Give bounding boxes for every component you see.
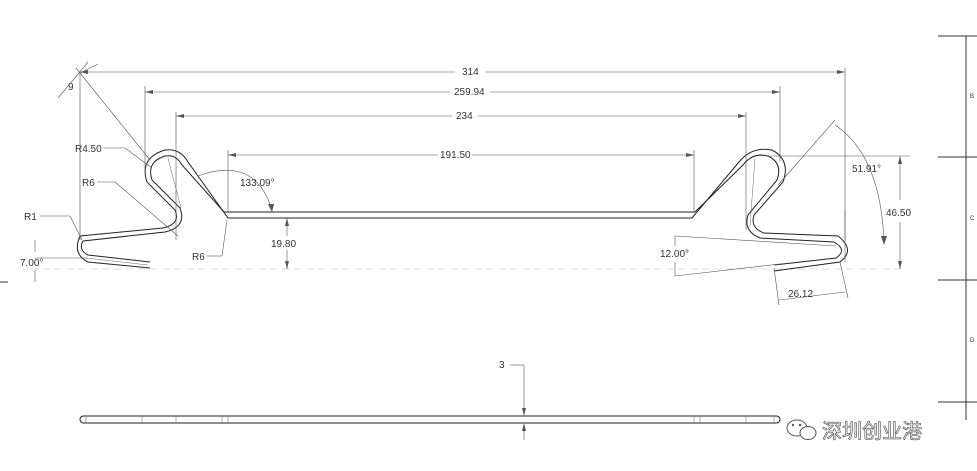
dimension-9: 9	[57, 61, 151, 161]
angle-7-label: 7.00°	[20, 258, 43, 269]
radius-r4-50: R4.50	[75, 144, 153, 169]
dim-46-label: 46.50	[886, 208, 911, 219]
dimension-26-12: 26.12	[773, 261, 849, 306]
dim-191-label: 191.50	[440, 150, 471, 161]
radius-r6-upper-label: R6	[82, 178, 95, 189]
radius-r1-label: R1	[24, 212, 37, 223]
dim-9-label: 9	[68, 82, 74, 93]
angle-51-label: 51.91°	[852, 164, 881, 175]
radius-r6-upper: R6	[82, 178, 179, 237]
angle-12: 12.00°	[660, 235, 837, 277]
dim-234-label: 234	[456, 111, 473, 122]
angle-133-label: 133.09°	[240, 178, 275, 189]
wire-profile	[76, 148, 848, 272]
dimension-259-94: 259.94	[144, 86, 781, 170]
dim-26-label: 26.12	[788, 289, 813, 300]
dimension-19-80: 19.80	[271, 218, 296, 269]
zone-label-b: B	[970, 94, 974, 100]
watermark: 深圳创业港	[786, 419, 922, 443]
dimension-191-50: 191.50	[227, 150, 695, 212]
zone-label-c: C	[970, 216, 975, 222]
angle-12-label: 12.00°	[660, 249, 689, 260]
dim-19-label: 19.80	[271, 239, 296, 250]
angle-7: 7.00°	[20, 240, 88, 282]
dimension-3: 3	[499, 360, 526, 440]
drawing-frame: B C D	[0, 35, 977, 420]
zone-label-d: D	[970, 338, 975, 344]
angle-133: 133.09°	[197, 169, 275, 212]
radius-r6-lower: R6	[192, 219, 228, 263]
dim-3-label: 3	[499, 360, 505, 371]
wire-top-view	[79, 415, 781, 424]
dimension-46-50: 46.50	[770, 155, 911, 269]
radius-r6-lower-label: R6	[192, 252, 205, 263]
dimension-234: 234	[175, 111, 747, 240]
watermark-text: 深圳创业港	[822, 419, 922, 443]
radius-r4-label: R4.50	[75, 144, 102, 155]
dim-314-label: 314	[462, 67, 479, 78]
wechat-icon	[786, 419, 817, 440]
radius-r1: R1	[24, 212, 83, 241]
dim-259-label: 259.94	[454, 87, 485, 98]
angle-51-91: 51.91°	[777, 119, 887, 245]
